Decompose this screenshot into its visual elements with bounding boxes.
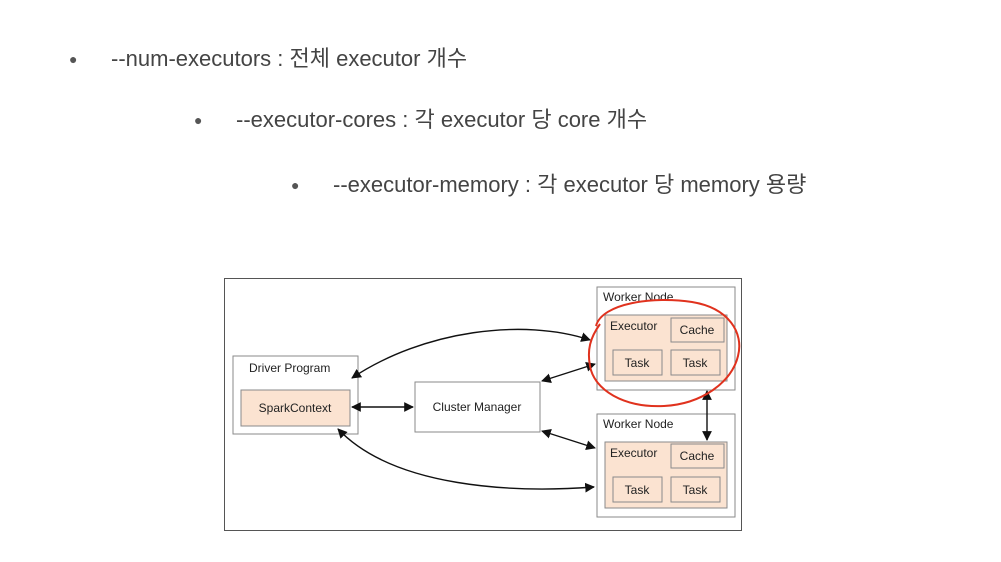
task-box: [670, 349, 721, 376]
bullet-num-executors: ● --num-executors : 전체 executor 개수: [69, 45, 467, 73]
driver-program-label: Driver Program: [249, 361, 330, 375]
bullet-text: --executor-memory : 각 executor 당 memory …: [333, 172, 807, 197]
arrow-cluster-manager-worker-1: [541, 362, 596, 383]
task-box: [612, 349, 663, 376]
task-box: [612, 476, 663, 503]
highlight-circle: [587, 299, 741, 408]
bullet-executor-memory: ● --executor-memory : 각 executor 당 memor…: [291, 171, 806, 199]
bullet-text: --num-executors : 전체 executor 개수: [111, 46, 468, 71]
spark-context-label: SparkContext: [259, 401, 332, 415]
task-label: Task: [683, 483, 709, 497]
task-label: Task: [625, 356, 651, 370]
bullet-dot-icon: ●: [194, 112, 203, 128]
task-label: Task: [625, 483, 651, 497]
bullet-dot-icon: ●: [291, 177, 300, 193]
spark-architecture-diagram: Driver Program SparkContext Cluster Mana…: [224, 278, 743, 532]
cache-label: Cache: [680, 323, 715, 337]
executor-label: Executor: [610, 446, 657, 460]
task-label: Task: [683, 356, 709, 370]
executor-label: Executor: [610, 319, 657, 333]
arrow-sparkcontext-worker-1: [351, 328, 591, 379]
arrow-sparkcontext-worker-2: [337, 428, 595, 493]
bullet-executor-cores: ● --executor-cores : 각 executor 당 core 개…: [194, 106, 647, 134]
spark-context-box: [240, 389, 351, 427]
cluster-manager-box: [414, 381, 541, 433]
cluster-manager-label: Cluster Manager: [433, 400, 522, 414]
bullet-text: --executor-cores : 각 executor 당 core 개수: [236, 107, 648, 132]
worker-node-label: Worker Node: [603, 417, 674, 431]
cache-box: [670, 443, 725, 469]
cache-box: [670, 317, 725, 343]
arrow-cluster-manager-worker-2: [541, 429, 596, 450]
cache-label: Cache: [680, 449, 715, 463]
task-box: [670, 476, 721, 503]
bullet-dot-icon: ●: [69, 51, 78, 67]
